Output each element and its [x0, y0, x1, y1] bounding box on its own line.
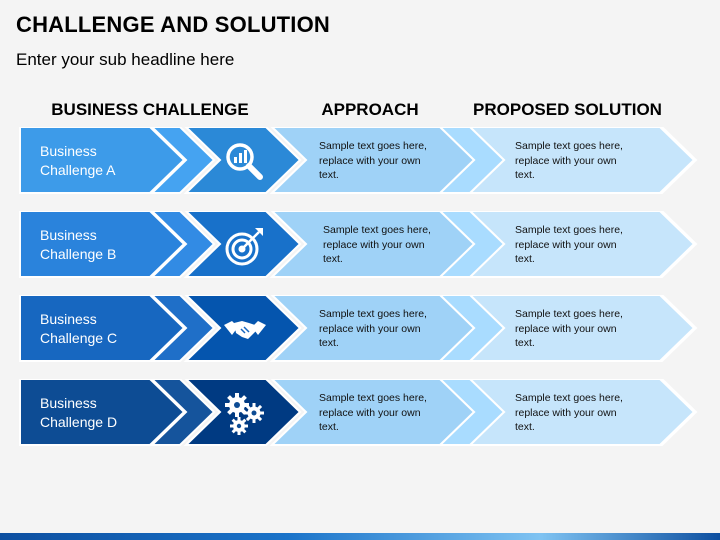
- row-arrows: [19, 211, 698, 278]
- icon-arrow: [183, 127, 302, 194]
- icon-arrow: [183, 211, 302, 278]
- challenge-label: Business Challenge B: [40, 227, 117, 262]
- approach-arrow: [269, 211, 476, 278]
- challenge-arrow: [19, 127, 186, 194]
- chevron-connector: [149, 127, 216, 194]
- challenge-row-d: Business Challenge D Sample text g: [0, 379, 720, 447]
- column-header-challenge: BUSINESS CHALLENGE: [51, 100, 249, 119]
- approach-arrow: [269, 295, 476, 362]
- solution-text: Sample text goes here,replace with your …: [515, 224, 623, 265]
- solution-text: Sample text goes here,replace with your …: [515, 140, 623, 181]
- magnifier-chart-icon: [226, 143, 263, 180]
- handshake-icon: [224, 321, 266, 339]
- solution-text: Sample text goes here,replace with your …: [515, 392, 623, 433]
- approach-text: Sample text goes here,replace with your …: [323, 224, 431, 265]
- solution-text: Sample text goes here,replace with your …: [515, 308, 623, 349]
- page-title: CHALLENGE AND SOLUTION: [16, 12, 331, 37]
- gears-icon: [225, 393, 264, 435]
- row-arrows: [19, 127, 698, 194]
- challenge-label: Business Challenge D: [40, 395, 118, 430]
- page-subtitle: Enter your sub headline here: [16, 50, 235, 69]
- challenge-arrow: [19, 379, 186, 446]
- approach-arrow: [269, 127, 476, 194]
- approach-text: Sample text goes here,replace with your …: [319, 140, 427, 181]
- challenge-row-a: Business Challenge A Sample text goes he…: [0, 127, 720, 195]
- column-header-solution: PROPOSED SOLUTION: [473, 100, 662, 119]
- challenge-label: Business Challenge C: [40, 311, 118, 346]
- challenge-arrow: [19, 211, 186, 278]
- column-header-approach: APPROACH: [321, 100, 419, 119]
- chevron-connector: [149, 211, 216, 278]
- approach-text: Sample text goes here,replace with your …: [319, 392, 427, 433]
- chevron-connector: [149, 295, 216, 362]
- bottom-accent-bar: [0, 533, 720, 540]
- target-arrow-icon: [225, 228, 263, 266]
- challenge-arrow: [19, 295, 186, 362]
- approach-text: Sample text goes here,replace with your …: [319, 308, 427, 349]
- approach-arrow: [269, 379, 476, 446]
- challenge-label: Business Challenge A: [40, 143, 116, 178]
- challenge-row-c: Business Challenge C Sample text goes he…: [0, 295, 720, 363]
- chevron-connector: [149, 379, 216, 446]
- challenge-row-b: Business Challenge B Sample text goes he…: [0, 211, 720, 279]
